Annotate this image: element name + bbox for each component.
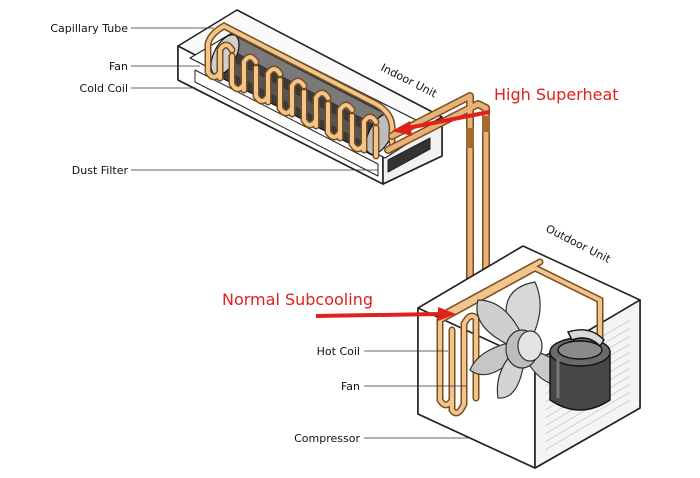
leader-lines: [131, 27, 468, 439]
annotation-normal-subcooling: Normal Subcooling: [222, 290, 373, 309]
label-compressor: Compressor: [294, 432, 360, 445]
label-cold-coil: Cold Coil: [80, 82, 128, 95]
cold-coil-tubes: [204, 22, 396, 160]
label-dust-filter: Dust Filter: [72, 164, 129, 177]
annotation-high-superheat: High Superheat: [494, 85, 619, 104]
compressor-body: [549, 329, 611, 411]
label-fan-indoor: Fan: [109, 60, 128, 73]
hot-coil-tubes: [436, 258, 604, 417]
label-fan-outdoor: Fan: [341, 380, 360, 393]
label-capillary-tube: Capillary Tube: [50, 22, 128, 35]
label-hot-coil: Hot Coil: [317, 345, 360, 358]
annotation-arrows: [315, 110, 490, 321]
